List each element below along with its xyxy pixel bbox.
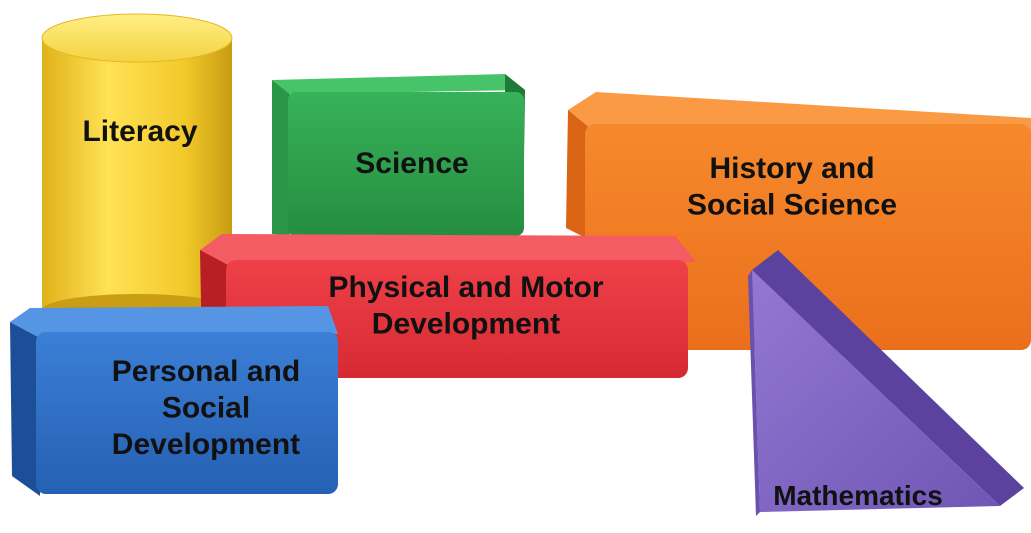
science-label: Science <box>355 147 468 180</box>
literacy-label-line: Literacy <box>82 115 197 148</box>
math-label-line: Mathematics <box>773 480 943 511</box>
mathematics-label: Mathematics <box>773 480 943 511</box>
history-label-line: Social Science <box>687 189 897 222</box>
literacy-label: Literacy <box>82 115 197 148</box>
personal-label-line: Social <box>162 392 250 425</box>
physical-label-line: Physical and Motor <box>328 271 603 304</box>
mathematics-block: Mathematics <box>748 250 1024 516</box>
physical-label-line: Development <box>372 308 560 341</box>
science-block: Science <box>272 74 525 236</box>
personal-label-line: Personal and <box>112 355 300 388</box>
history-label-line: History and <box>709 152 874 185</box>
science-label-line: Science <box>355 147 468 180</box>
personal-label-line: Development <box>112 428 300 461</box>
